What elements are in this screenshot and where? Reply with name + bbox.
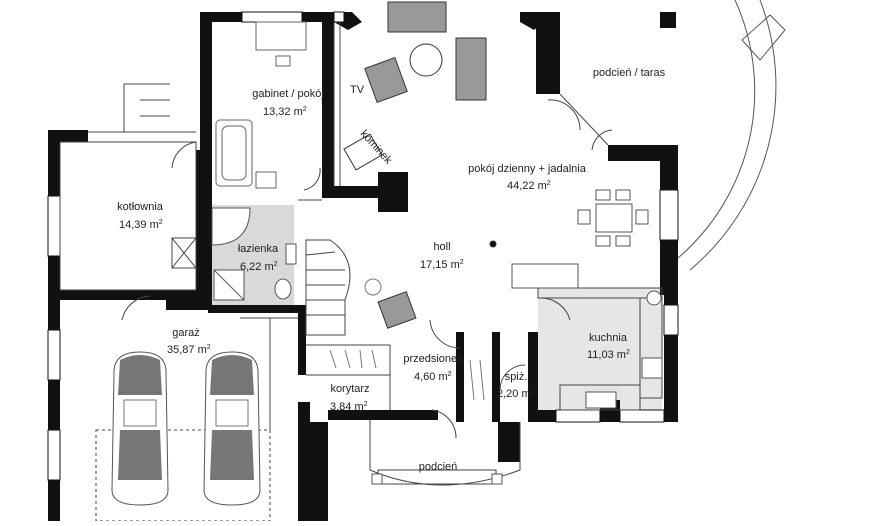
room-name-hall: holl	[433, 241, 450, 253]
room-area-living: 44,22 m2	[507, 180, 551, 192]
room-name-corridor: korytarz	[330, 383, 369, 395]
room-area-hall: 17,15 m2	[420, 259, 464, 271]
living-room-furniture	[343, 1, 497, 329]
room-name-boiler: kotłownia	[117, 201, 164, 213]
porch-columns	[371, 473, 503, 485]
room-area-corridor: 3,84 m2	[330, 401, 368, 413]
room-name-pantry: spiż.	[505, 371, 528, 383]
room-name-vestibule: przedsionek	[403, 353, 463, 365]
terrace-curve	[677, 0, 786, 271]
room-area-boiler: 14,39 m2	[119, 219, 163, 231]
bathroom-fixtures	[211, 207, 297, 301]
porch-label: podcień	[419, 461, 458, 473]
room-area-kitchen: 11,03 m2	[587, 349, 630, 361]
dining-table	[577, 189, 649, 247]
room-name-office: gabinet / pokój	[252, 88, 324, 100]
terrace-label: podcień / taras	[593, 67, 666, 79]
kitchen-fixtures	[511, 263, 663, 409]
room-area-vestibule: 4,60 m2	[414, 371, 452, 383]
room-name-bathroom: łazienka	[238, 243, 279, 255]
office-furniture	[215, 21, 307, 189]
room-area-garage: 35,87 m2	[167, 344, 211, 356]
room-area-pantry: 2,20 m2	[497, 388, 535, 400]
tv-label: TV	[350, 84, 365, 96]
room-area-bathroom: 6,22 m2	[240, 261, 278, 273]
room-name-living: pokój dzienny + jadalnia	[468, 163, 587, 175]
room-name-garage: garaż	[172, 327, 200, 339]
room-name-kitchen: kuchnia	[589, 332, 628, 344]
room-area-office: 13,32 m2	[263, 106, 307, 118]
car-right	[203, 351, 261, 506]
car-left	[111, 351, 169, 506]
kitchen-floor	[538, 288, 662, 412]
wardrobe-hatching	[329, 349, 485, 401]
